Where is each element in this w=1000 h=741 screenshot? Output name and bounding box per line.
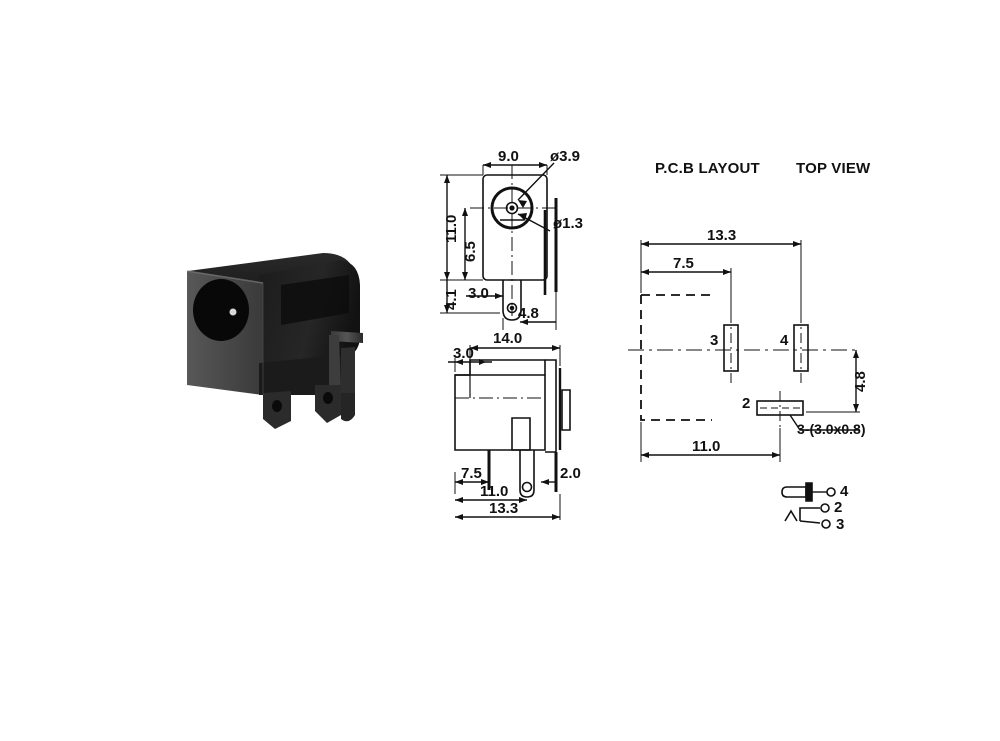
photo-slot [281, 275, 349, 325]
side-dim-140-arrow-right [552, 345, 560, 351]
side-dim-11-0: 11.0 [480, 483, 509, 500]
front-body-outline [482, 174, 548, 281]
side-dim-2-0: 2.0 [560, 465, 581, 482]
photo-pin-2-hole [323, 392, 333, 404]
front-dim-dia-3-9: ø3.9 [550, 148, 581, 165]
dc-power-jack-photo [163, 243, 388, 448]
pcb-outline-dashed [640, 295, 712, 421]
side-dim-13-3: 13.3 [489, 500, 519, 517]
pcb-dim-133-arrow-r [793, 241, 801, 247]
side-dim-110-arrow-l [455, 497, 463, 503]
photo-tab-right [341, 347, 355, 405]
front-dim-9-arrow-left [483, 162, 491, 168]
schematic-terminal-4 [826, 487, 836, 497]
front-dim-110-arrow-top [444, 175, 450, 183]
schematic-switch-lower [799, 520, 821, 524]
photo-svg [186, 253, 363, 429]
pcb-dim-4-8: 4.8 [852, 371, 869, 392]
front-dim-11-0: 11.0 [443, 214, 460, 243]
pcb-dim-110-arrow-r [772, 452, 780, 458]
front-dia39-arrowhead [518, 200, 527, 208]
side-dim-75-arrow-l [455, 479, 463, 485]
pcb-pad-callout-leader [789, 414, 860, 431]
pcb-pad-label-2: 2 [742, 395, 751, 412]
side-pin-2-outline [519, 450, 535, 498]
front-tab-outline [502, 280, 522, 321]
pcb-dim-75-arrow-r [723, 269, 731, 275]
front-dim-4-1: 4.1 [443, 289, 460, 310]
pcb-pad-label-4: 4 [780, 332, 789, 349]
schematic-switch-arm [799, 507, 820, 521]
schematic-switch-v [784, 509, 798, 522]
pcb-dim-7-5: 7.5 [673, 255, 694, 272]
pcb-dim-48-arrow-top [853, 350, 859, 358]
pcb-dim-11-0: 11.0 [692, 438, 721, 455]
front-dim-6-5: 6.5 [462, 241, 479, 262]
front-dim-110-arrow-bot [444, 272, 450, 280]
front-dim-65-arrow-top [462, 208, 468, 216]
front-dim-dia-1-3: ø1.3 [553, 215, 584, 232]
schematic-center-pin-collar [805, 482, 813, 502]
front-dim-4-8: 4.8 [518, 305, 539, 322]
pcb-dim-75-arrow-l [641, 269, 649, 275]
side-dim-20-arrow [541, 479, 549, 485]
front-dim-48-arrow [520, 319, 528, 325]
photo-tab-mid [329, 335, 341, 393]
side-dim-133-arrow-l [455, 514, 463, 520]
top-view-title: TOP VIEW [796, 160, 871, 177]
side-dim-30-arrow-l [455, 359, 463, 365]
front-dim-9-0: 9.0 [498, 148, 519, 165]
photo-barrel-hole [193, 279, 249, 341]
side-dim-30-arrow-r [479, 359, 486, 365]
pcb-layout-title: P.C.B LAYOUT [655, 160, 760, 177]
side-dim-140-arrow-left [470, 345, 478, 351]
side-dim-14-0: 14.0 [493, 330, 523, 347]
photo-pin-1-hole [272, 400, 282, 412]
side-dim-3-0: 3.0 [453, 345, 474, 362]
side-right-tab-outer [545, 359, 557, 453]
side-dim-110-arrow-r [519, 497, 527, 503]
side-body-outline [454, 374, 546, 451]
schematic-terminal-2 [820, 503, 830, 513]
pcb-pad-4 [793, 324, 809, 372]
photo-solder-pin-3 [341, 393, 355, 422]
pcb-dim-13-3: 13.3 [707, 227, 737, 244]
schematic-center-pin-body [781, 486, 807, 498]
front-dia13-arrowhead [518, 213, 527, 221]
side-pin-body [511, 417, 531, 451]
front-dim-30-arrow [495, 293, 503, 299]
side-dim-7-5: 7.5 [461, 465, 482, 482]
side-right-tab-block [561, 389, 571, 431]
schematic-label-4: 4 [840, 483, 849, 500]
front-dim-65-arrow-bot [462, 272, 468, 280]
schematic-label-3: 3 [836, 516, 845, 533]
pcb-dim-48-arrow-bot [853, 404, 859, 412]
photo-hole-highlight [229, 308, 237, 316]
schematic-terminal-3 [821, 519, 831, 529]
pcb-dim-110-arrow-l [641, 452, 649, 458]
pcb-pad-label-3: 3 [710, 332, 719, 349]
pcb-pad-callout: 3-(3.0x0.8) [797, 421, 866, 437]
front-dim-3-0: 3.0 [468, 285, 489, 302]
front-dia39-leader [517, 162, 555, 201]
side-pin-2-hole [521, 481, 533, 493]
front-dim-9-arrow-right [539, 162, 547, 168]
photo-edge-hl-1 [186, 270, 264, 284]
pcb-pad-3 [723, 324, 739, 372]
side-dim-75-arrow-r [481, 479, 489, 485]
front-dim-41-arrow-bot [444, 305, 450, 313]
schematic-label-2: 2 [834, 499, 843, 516]
side-dim-133-arrow-r [552, 514, 560, 520]
pcb-dim-133-arrow-l [641, 241, 649, 247]
